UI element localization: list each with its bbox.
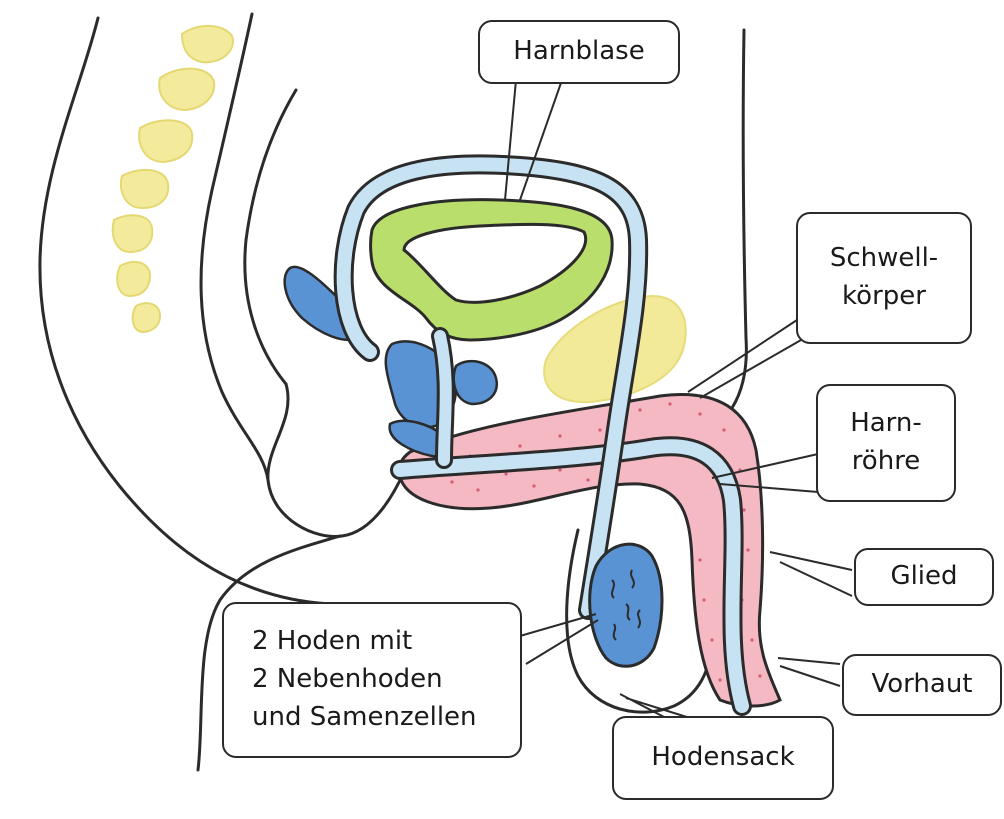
label-hoden-line1: 2 Hoden mit [252, 623, 412, 661]
callout-vorhaut: Vorhaut [842, 654, 1002, 716]
callout-harnroehre: Harn- röhre [816, 384, 956, 502]
callout-hoden: 2 Hoden mit 2 Nebenhoden und Samenzellen [222, 602, 522, 758]
callout-glied: Glied [854, 548, 994, 606]
leader-glied [770, 552, 852, 596]
label-vorhaut: Vorhaut [872, 666, 973, 704]
leader-harnblase [505, 80, 562, 200]
leader-hoden [520, 614, 598, 664]
leader-hodensack [620, 694, 690, 718]
label-harnroehre-line1: Harn- [850, 405, 922, 443]
callout-hodensack: Hodensack [612, 716, 834, 800]
leader-harnroehre [712, 454, 818, 492]
callout-harnblase: Harnblase [478, 20, 680, 84]
label-hoden-line3: und Samenzellen [252, 699, 477, 737]
leader-schwellkoerper [688, 318, 808, 398]
label-harnroehre-line2: röhre [852, 443, 921, 481]
leader-vorhaut [778, 658, 840, 686]
label-schwellkoerper-line1: Schwell- [830, 240, 938, 278]
callout-schwellkoerper: Schwell- körper [796, 212, 972, 344]
label-harnblase: Harnblase [513, 33, 644, 71]
label-hodensack: Hodensack [651, 739, 794, 777]
label-hoden-line2: 2 Nebenhoden [252, 661, 443, 699]
label-schwellkoerper-line2: körper [842, 278, 926, 316]
label-glied: Glied [890, 558, 957, 596]
